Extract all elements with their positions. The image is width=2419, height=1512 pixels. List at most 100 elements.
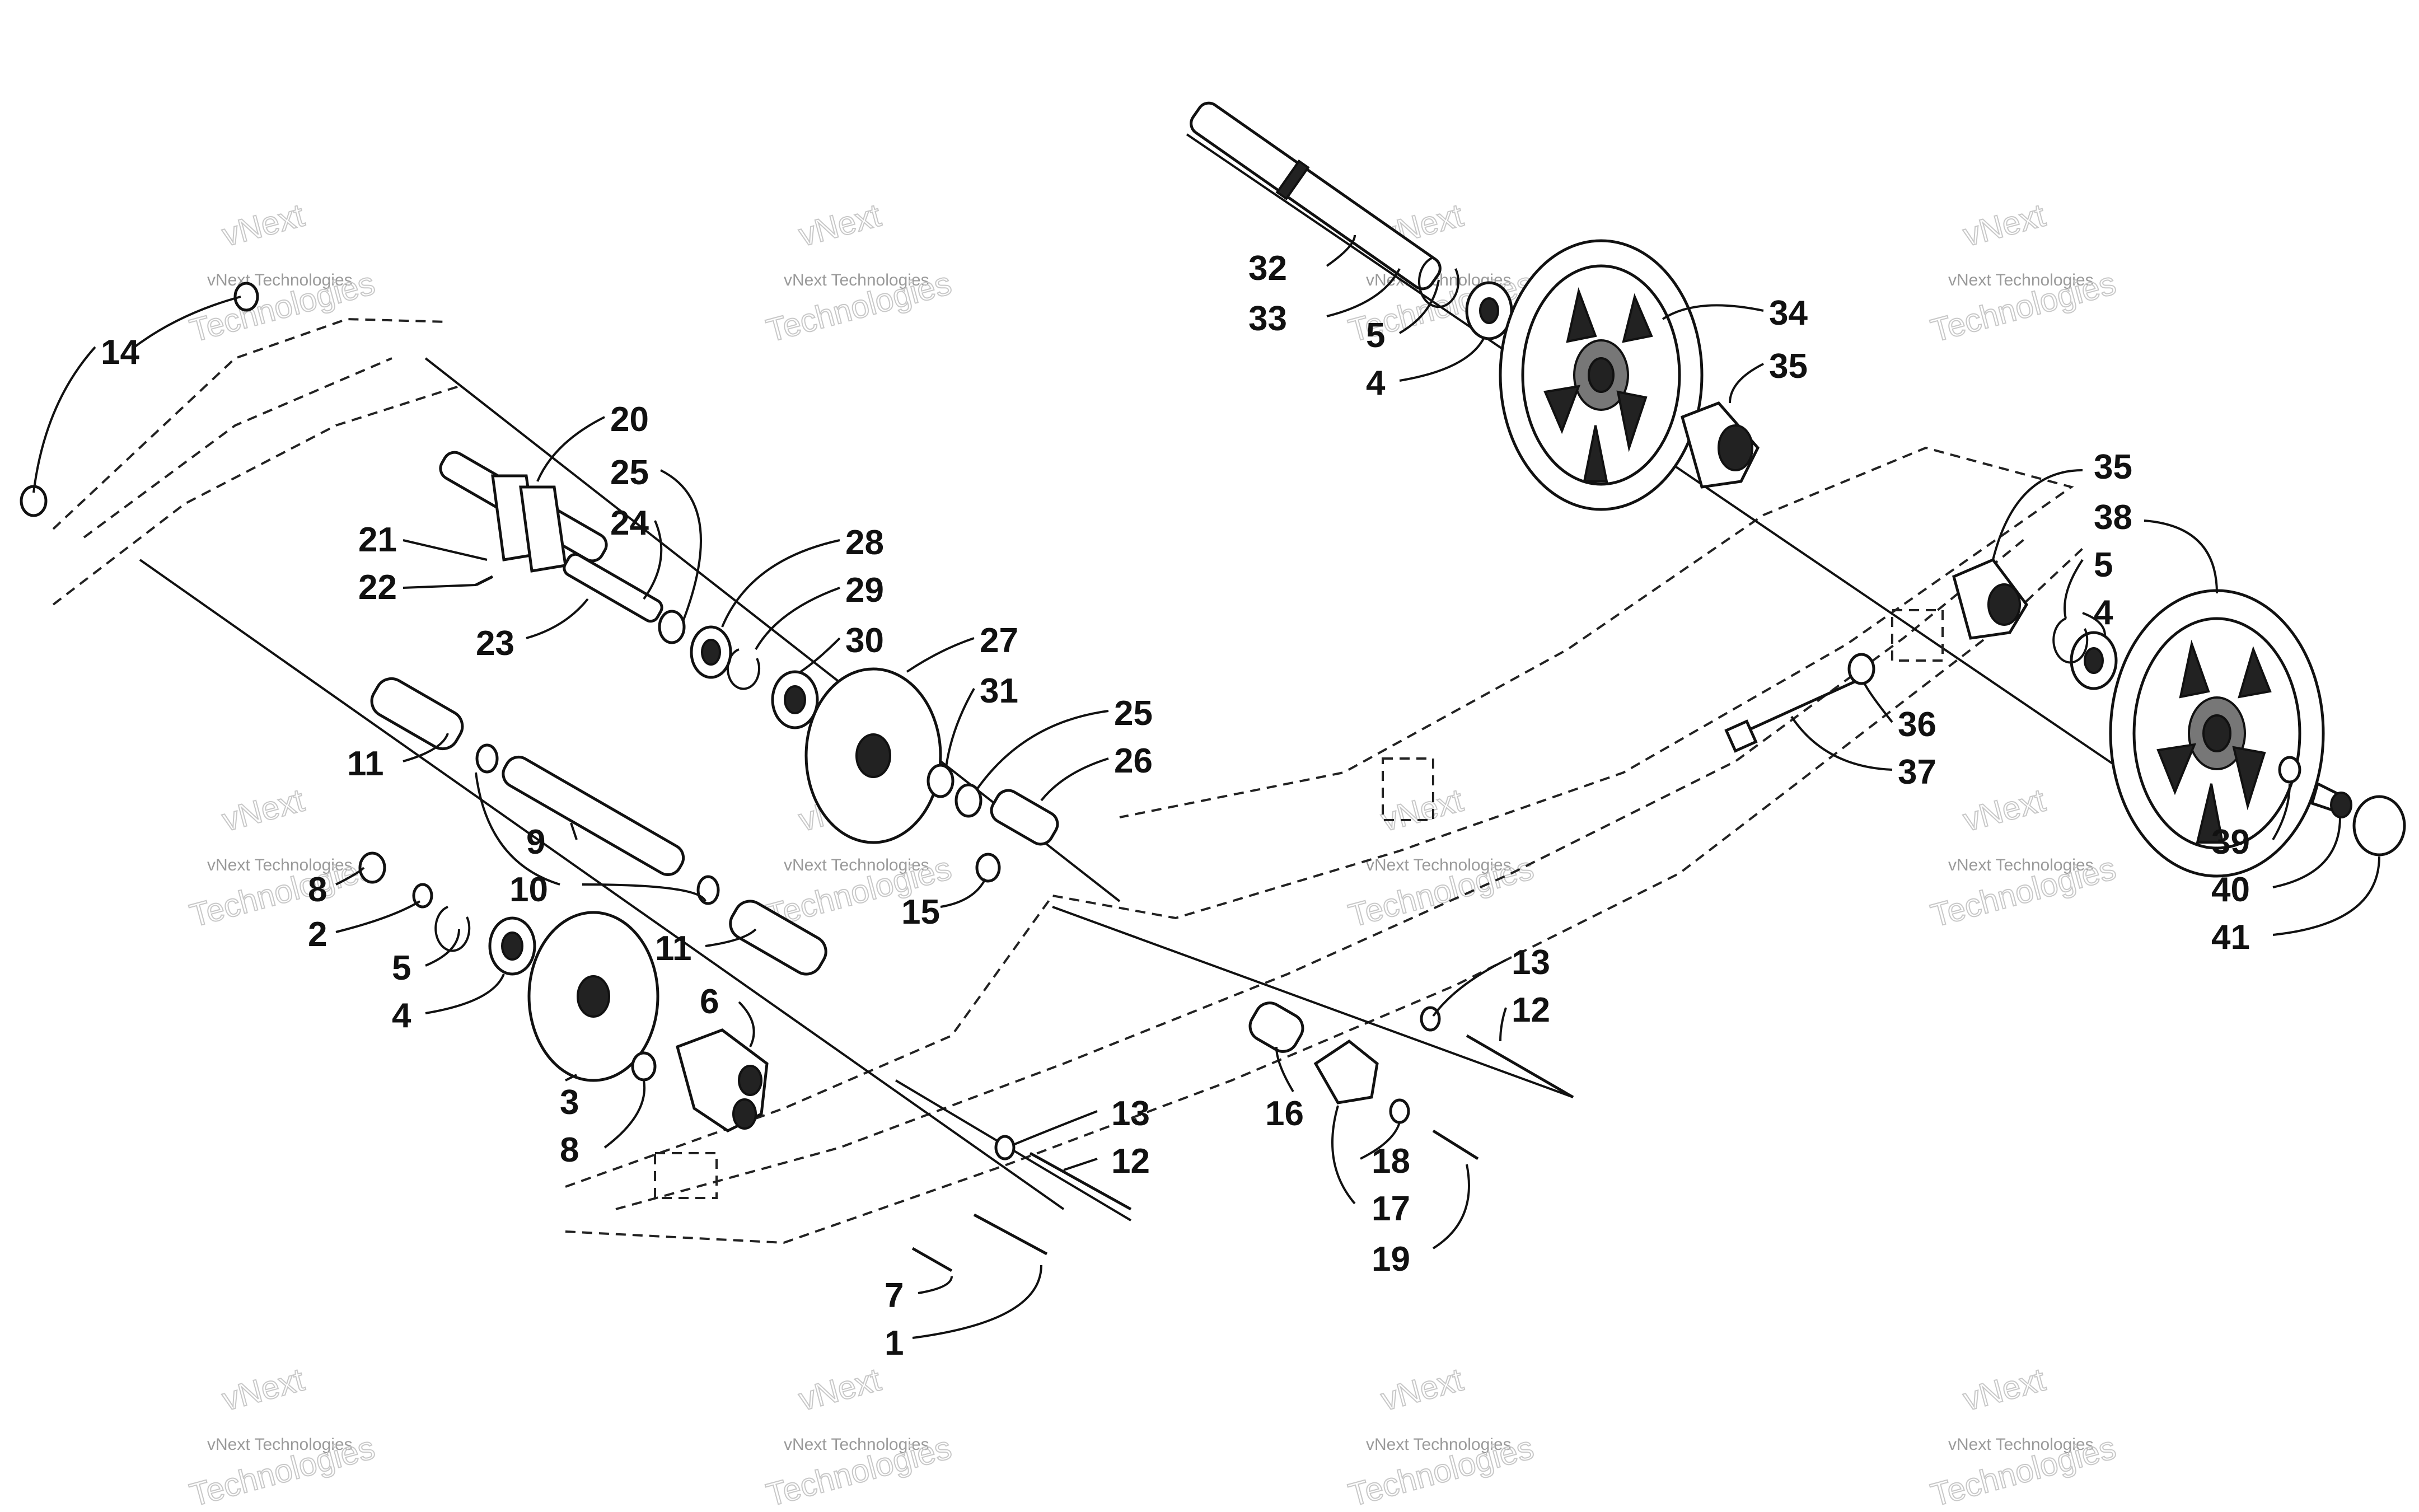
- callout-28: 28: [845, 523, 884, 562]
- leader-12a: [1499, 1007, 1507, 1042]
- washer-25-upper: [658, 610, 686, 644]
- leader-18: [1360, 1122, 1401, 1160]
- front-rail-inner-edge: [615, 536, 2028, 1210]
- snap-ring-5-right: [2052, 617, 2089, 664]
- callout-37: 37: [1898, 753, 1936, 792]
- callout-27: 27: [980, 621, 1018, 660]
- callout-41: 41: [2211, 918, 2250, 957]
- leader-2: [335, 900, 421, 933]
- callout-18: 18: [1372, 1142, 1410, 1181]
- watermark-layer: vNext vNext Technologies Technologies vN…: [185, 196, 2120, 1512]
- leader-9: [570, 822, 578, 840]
- washer-39: [2278, 756, 2301, 784]
- watermark: vNext vNext Technologies Technologies: [1926, 1361, 2120, 1512]
- wheel-3: [527, 911, 659, 1082]
- bracket-6: [675, 1028, 769, 1132]
- callout-5-lower: 5: [392, 949, 411, 987]
- nut-36: [1847, 653, 1875, 685]
- leader-11b: [705, 928, 757, 947]
- mount-block: [1891, 609, 1944, 662]
- watermark: vNext vNext Technologies Technologies: [762, 1361, 956, 1512]
- callout-16: 16: [1265, 1094, 1304, 1133]
- callout-1: 1: [885, 1324, 904, 1363]
- leader-33: [1326, 268, 1401, 317]
- bracket-17: [1313, 1039, 1379, 1104]
- callout-12-lower: 12: [1111, 1142, 1150, 1181]
- leader-8b: [603, 1080, 646, 1149]
- callout-23: 23: [476, 624, 514, 663]
- nut-8-lower: [631, 1051, 657, 1082]
- callout-22: 22: [358, 568, 397, 607]
- leader-11a: [403, 733, 449, 762]
- leader-27: [906, 637, 975, 673]
- callout-11-upper: 11: [347, 745, 384, 783]
- callout-29: 29: [845, 571, 884, 610]
- watermark-line1: vNext: [795, 1361, 885, 1418]
- washer-31: [927, 764, 955, 798]
- leader-31: [945, 688, 975, 767]
- leader-39: [2272, 783, 2291, 841]
- watermark-line1: vNext: [1959, 782, 2049, 839]
- watermark-line1: vNext: [795, 197, 885, 254]
- watermark-caption: vNext Technologies: [1366, 856, 1512, 874]
- snap-ring-5-upper: [1418, 256, 1459, 308]
- leader-34: [1662, 304, 1764, 320]
- leader-1: [912, 1265, 1042, 1339]
- callout-2: 2: [308, 915, 327, 954]
- bearing-4-upper: [1465, 281, 1513, 340]
- leader-5a: [1398, 279, 1440, 334]
- callout-4-right: 4: [2094, 593, 2113, 632]
- snap-ring-5-lower: [434, 906, 471, 952]
- idler-wheel-38: [2109, 589, 2325, 878]
- bearing-4-lower: [488, 916, 536, 976]
- leader-41: [2272, 856, 2380, 936]
- watermark-line1: vNext: [218, 782, 308, 839]
- watermark-caption: vNext Technologies: [207, 856, 353, 874]
- callout-33: 33: [1248, 299, 1287, 338]
- callout-25-lower: 25: [1114, 694, 1153, 733]
- bolt-7: [911, 1247, 953, 1272]
- callout-36: 36: [1898, 705, 1936, 744]
- callout-12-upper: 12: [1512, 991, 1550, 1029]
- callout-4-lower: 4: [392, 996, 411, 1035]
- watermark-caption: vNext Technologies: [1948, 1435, 2094, 1454]
- snap-ring-10-upper: [475, 743, 499, 774]
- watermark-line1: vNext: [1959, 1361, 2049, 1418]
- callout-34: 34: [1769, 294, 1808, 333]
- callout-7: 7: [885, 1276, 904, 1315]
- callout-38: 38: [2094, 498, 2132, 537]
- leader-36: [1863, 682, 1893, 723]
- leader-7: [918, 1276, 953, 1294]
- shaft-9: [502, 755, 685, 876]
- callout-25-upper: 25: [610, 453, 649, 492]
- watermark-caption: vNext Technologies: [1366, 1435, 1512, 1454]
- leader-21: [403, 539, 488, 561]
- callout-5-upper: 5: [1366, 316, 1385, 355]
- wheel-27: [804, 667, 942, 844]
- callout-5-right: 5: [2094, 546, 2113, 584]
- watermark-line1: vNext: [1959, 197, 2049, 254]
- upper-axle-shaft: [1190, 101, 1442, 291]
- callout-19: 19: [1372, 1240, 1410, 1279]
- watermark-line1: vNext: [218, 197, 308, 254]
- leader-16: [1275, 1046, 1294, 1093]
- watermark-caption: vNext Technologies: [1948, 856, 2094, 874]
- leader-3: [565, 1074, 577, 1082]
- parts: [20, 101, 2406, 1272]
- spacer-11-lower: [729, 900, 827, 976]
- long-bolt-37: [1724, 676, 1865, 753]
- leader-38: [2144, 519, 2218, 594]
- leader-8a: [335, 867, 365, 886]
- watermark: vNext vNext Technologies Technologies: [1344, 781, 1538, 935]
- rail-bracket: [1382, 757, 1434, 821]
- leader-30: [799, 637, 841, 673]
- callout-10: 10: [509, 870, 548, 909]
- watermark: vNext vNext Technologies Technologies: [185, 781, 379, 935]
- rear-bolt-axis: [1052, 906, 1574, 1098]
- frame-rails: [52, 317, 2084, 1244]
- spacer-11-upper: [370, 677, 464, 751]
- spacer-16: [1248, 1001, 1304, 1053]
- leader-17: [1331, 1105, 1356, 1205]
- leader-24: [643, 520, 663, 600]
- callout-8-lower: 8: [560, 1131, 579, 1169]
